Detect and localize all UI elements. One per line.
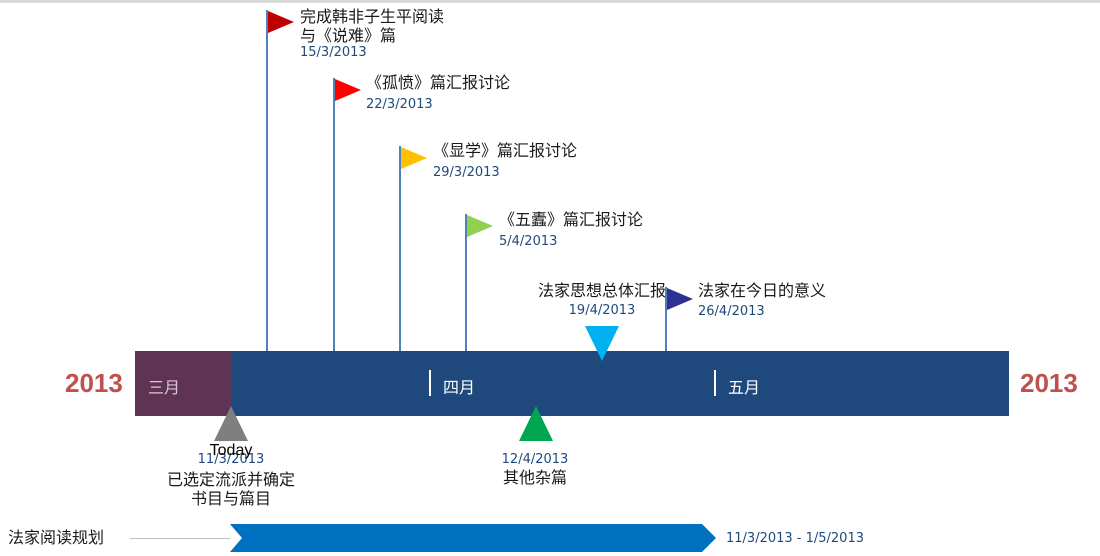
milestone-title: 完成韩非子生平阅读 与《说难》篇 <box>300 7 445 45</box>
span-leader-line <box>130 538 230 539</box>
year-label-left: 2013 <box>65 368 123 398</box>
today-date: 11/3/2013 <box>197 452 265 467</box>
month-label-march: 三月 <box>148 378 181 397</box>
flag-icon[interactable] <box>667 288 693 310</box>
flag-icon[interactable] <box>268 11 294 33</box>
milestone-title: 法家在今日的意义 <box>698 281 827 300</box>
milestone-date: 15/3/2013 <box>300 45 367 60</box>
milestone-pole <box>465 214 467 351</box>
span-range: 11/3/2013 - 1/5/2013 <box>726 531 864 546</box>
triangle-down-icon[interactable] <box>585 326 619 361</box>
milestone-pole <box>333 78 335 351</box>
triangle-up-icon[interactable] <box>214 406 248 441</box>
milestone-pole <box>266 10 268 351</box>
milestone-pole <box>665 287 667 351</box>
today-description: 已选定流派并确定 书目与篇目 <box>166 470 296 508</box>
month-label-april: 四月 <box>443 378 476 397</box>
timeline-bar[interactable] <box>135 351 1009 416</box>
month-label-may: 五月 <box>728 378 761 397</box>
milestone-date: 19/4/2013 <box>568 303 636 318</box>
top-divider <box>0 0 1100 3</box>
milestone-date: 22/3/2013 <box>366 97 433 112</box>
flag-icon[interactable] <box>467 215 493 237</box>
elapsed-segment <box>135 351 231 416</box>
milestone-date: 26/4/2013 <box>698 304 765 319</box>
span-arrow[interactable] <box>230 524 716 552</box>
year-label-right: 2013 <box>1020 368 1078 398</box>
flag-icon[interactable] <box>401 147 427 169</box>
milestone-date: 12/4/2013 <box>501 452 569 467</box>
milestone-date: 29/3/2013 <box>433 165 500 180</box>
triangle-up-icon[interactable] <box>519 406 553 441</box>
milestone-date: 5/4/2013 <box>499 234 558 249</box>
flag-icon[interactable] <box>335 79 361 101</box>
milestone-title: 《五蠹》篇汇报讨论 <box>499 210 644 229</box>
today-label: Today <box>209 442 253 459</box>
month-divider-may <box>714 370 716 396</box>
milestone-pole <box>399 146 401 351</box>
milestone-title: 《显学》篇汇报讨论 <box>433 141 578 160</box>
month-divider-april <box>429 370 431 396</box>
span-label: 法家阅读规划 <box>8 528 105 547</box>
milestone-title: 法家思想总体汇报 <box>537 281 667 300</box>
milestone-title: 其他杂篇 <box>502 468 568 487</box>
milestone-title: 《孤愤》篇汇报讨论 <box>366 73 511 92</box>
